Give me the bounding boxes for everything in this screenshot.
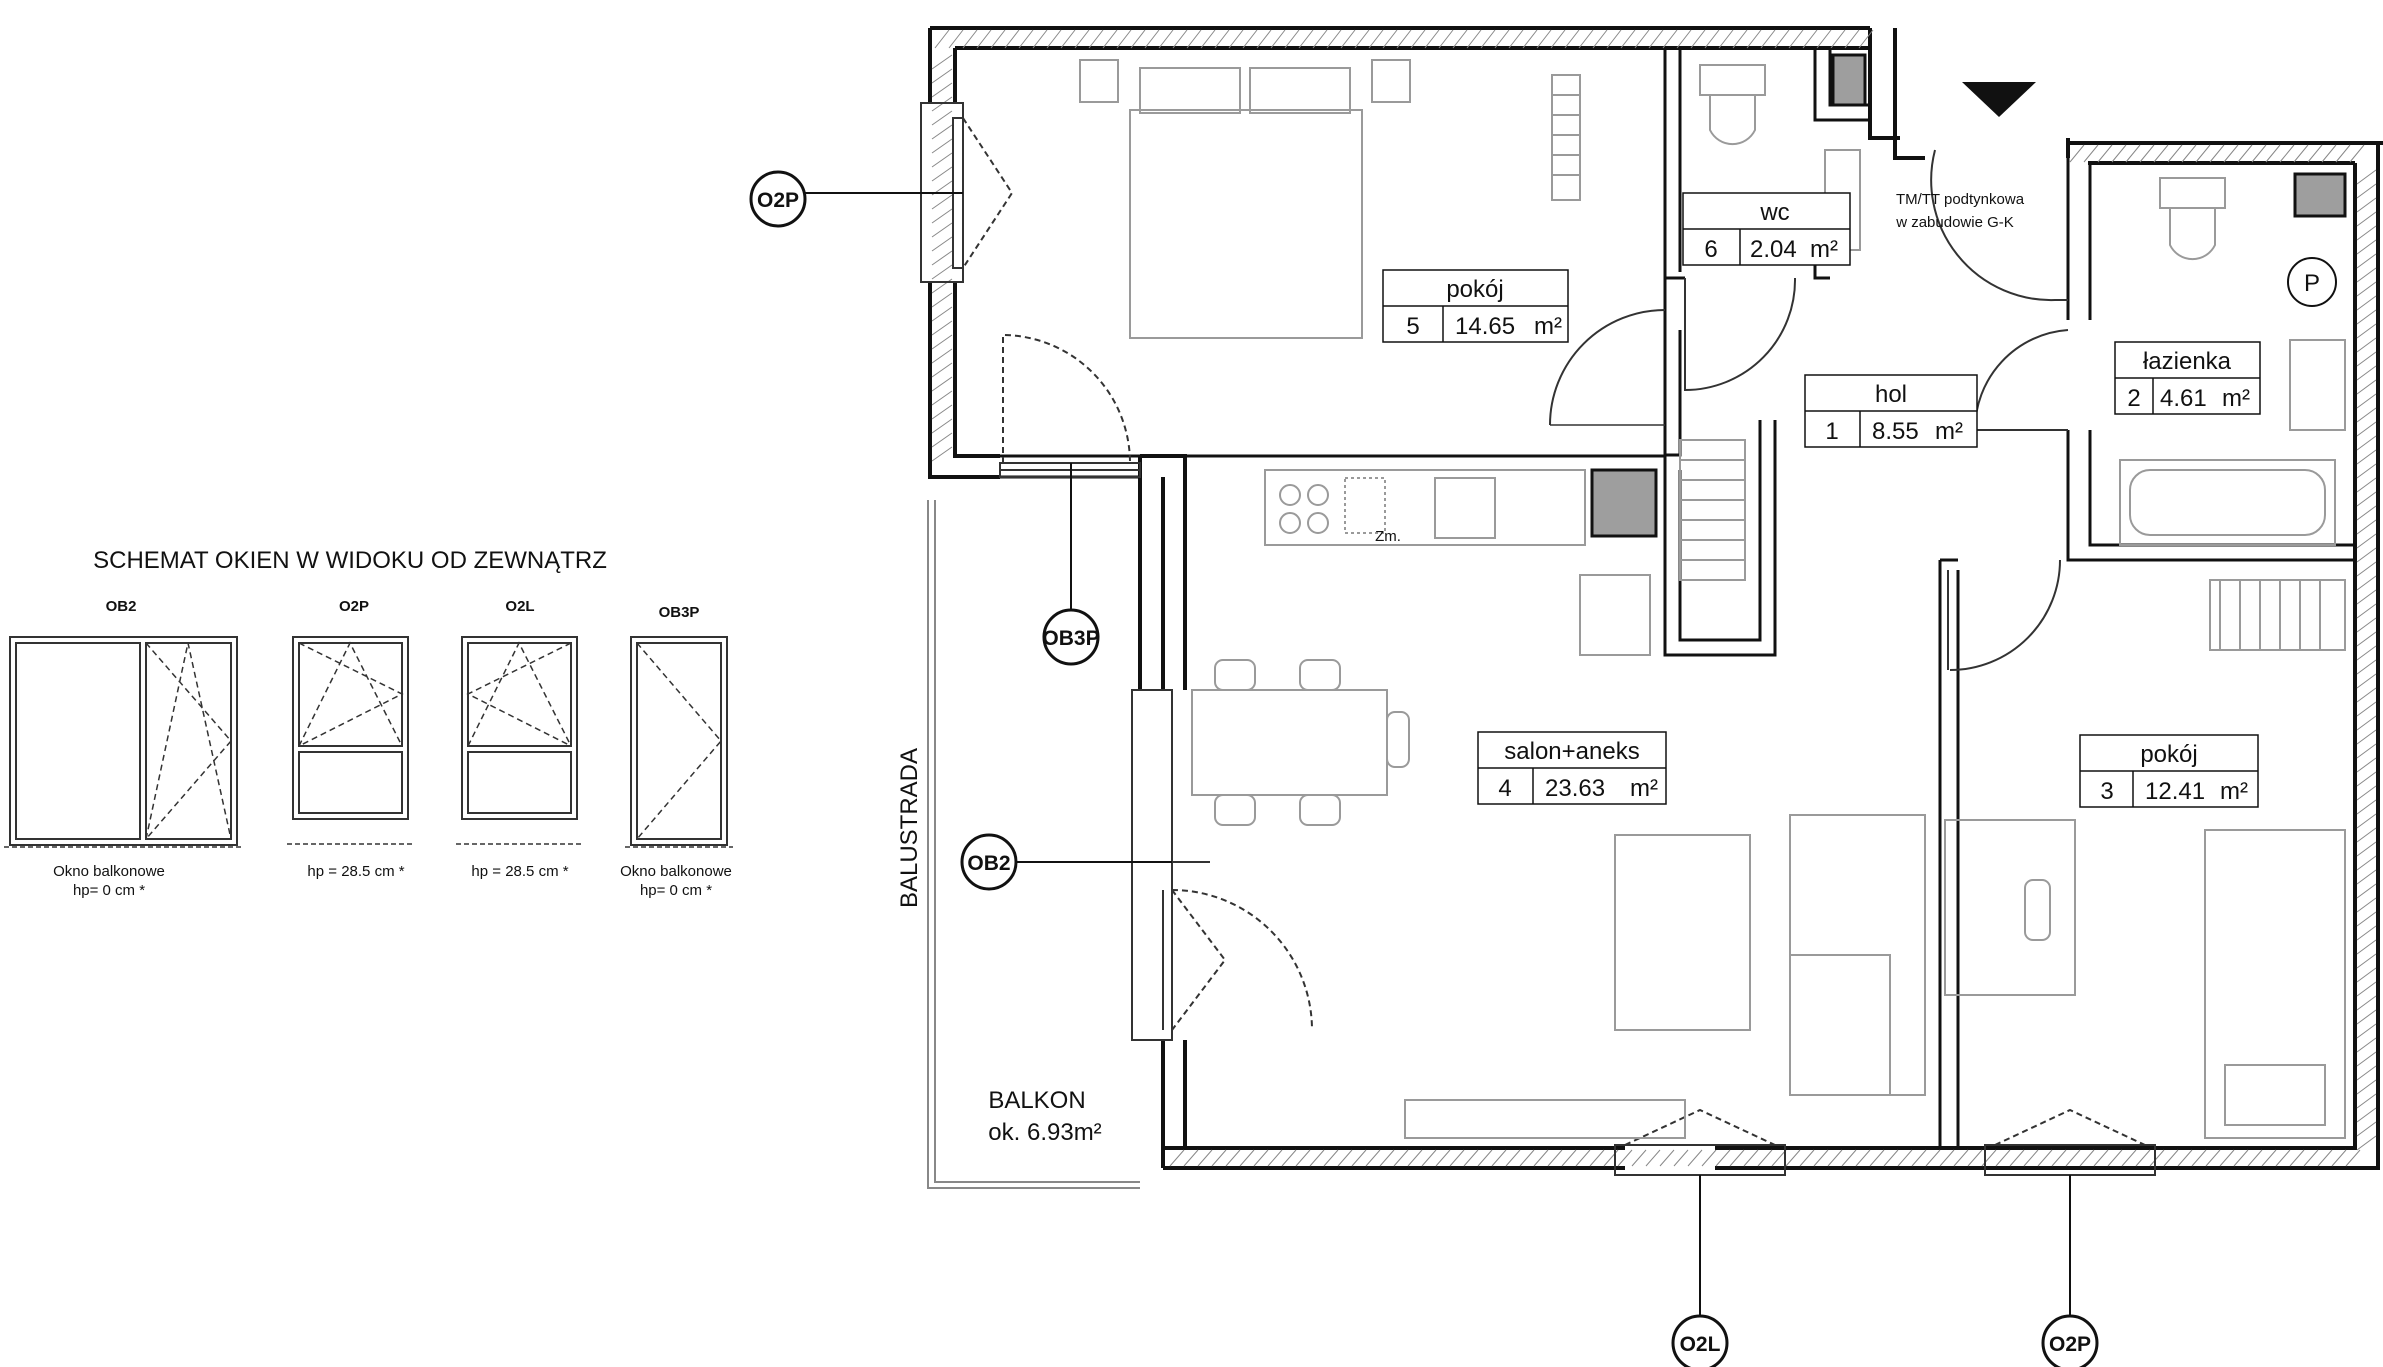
room-label-lazienka: łazienka 2 4.61 m² [2114, 341, 2261, 415]
legend-code-o2p: O2P [339, 598, 369, 615]
balcony-area: ok. 6.93m² [988, 1119, 1101, 1146]
room-name: hol [1875, 381, 1907, 408]
legend-title: SCHEMAT OKIEN W WIDOKU OD ZEWNĄTRZ [93, 547, 607, 574]
room-unit: m² [1935, 418, 1963, 445]
room-label-hol: hol 1 8.55 m² [1804, 374, 1978, 448]
room-number: 1 [1825, 418, 1838, 445]
legend-caption-ob3p-1: Okno balkonowe [620, 863, 732, 880]
room-area: 2.04 [1750, 236, 1797, 263]
room-label-wc: wc 6 2.04 m² [1682, 192, 1851, 266]
room-area: 8.55 [1872, 418, 1919, 445]
window-legend: SCHEMAT OKIEN W WIDOKU OD ZEWNĄTRZ OB2 O… [4, 547, 733, 899]
legend-caption-ob2-2: hp= 0 cm * [73, 882, 145, 899]
tmtt-note-line2: w zabudowie G-K [1895, 214, 2014, 231]
tag-ob2: OB2 [967, 852, 1010, 875]
legend-code-o2l: O2L [505, 598, 534, 615]
fridge-label: Zm. [1375, 528, 1401, 545]
tmtt-note-line1: TM/TT podtynkowa [1896, 191, 2025, 208]
tag-o2p-bottom: O2P [2049, 1333, 2091, 1356]
room-area: 12.41 [2145, 778, 2205, 805]
room-unit: m² [2222, 385, 2250, 412]
room-number: 4 [1498, 775, 1511, 802]
legend-window-o2p [287, 636, 412, 845]
room-unit: m² [1534, 313, 1562, 340]
tag-circle-o2p-top [749, 170, 807, 228]
room-area: 14.65 [1455, 313, 1515, 340]
tag-ob3p: OB3P [1042, 627, 1099, 650]
room-number: 6 [1704, 236, 1717, 263]
tag-circle-o2p-bottom [2041, 1314, 2099, 1367]
vent-shaft-kitchen [1590, 468, 1658, 538]
legend-window-ob3p [625, 636, 733, 848]
room-unit: m² [1630, 775, 1658, 802]
room-name: pokój [1446, 276, 1503, 303]
legend-window-o2l [456, 636, 581, 845]
tag-circle-ob2 [960, 833, 1018, 891]
room-label-salon: salon+aneks 4 23.63 m² [1477, 731, 1667, 805]
legend-caption-ob3p-2: hp= 0 cm * [640, 882, 712, 899]
tag-o2p-top: O2P [757, 189, 799, 212]
room-name: łazienka [2143, 348, 2232, 375]
room-label-pokoj-3: pokój 3 12.41 m² [2079, 734, 2259, 808]
legend-code-ob2: OB2 [106, 598, 137, 615]
tag-o2l: O2L [1680, 1333, 1721, 1356]
vent-shaft-bath [2293, 172, 2347, 218]
legend-caption-ob2-1: Okno balkonowe [53, 863, 165, 880]
room-name: wc [1759, 199, 1789, 226]
window-tags: O2P OB3P OB2 O2L O2P [749, 170, 2099, 1367]
room-number: 3 [2100, 778, 2113, 805]
tag-circle-ob3p [1042, 608, 1100, 666]
legend-caption-o2p: hp = 28.5 cm * [307, 863, 404, 880]
balcony-railing-label: BALUSTRADA [896, 748, 923, 908]
room-name: pokój [2140, 741, 2197, 768]
legend-code-ob3p: OB3P [659, 604, 700, 621]
wall-hatching [931, 29, 2377, 1167]
room-area: 4.61 [2160, 385, 2207, 412]
entrance-arrow-icon [1962, 82, 2036, 117]
room-label-pokoj-5: pokój 5 14.65 m² [1382, 269, 1569, 343]
room-unit: m² [2220, 778, 2248, 805]
furniture [1079, 59, 2346, 1139]
room-labels: pokój 5 14.65 m² wc 6 2.04 m² hol 1 8.55… [1382, 192, 2261, 808]
boiler-label: P [2304, 270, 2320, 297]
exterior-walls [928, 26, 2383, 1170]
windows-doors [920, 102, 2156, 1189]
room-area: 23.63 [1545, 775, 1605, 802]
room-name: salon+aneks [1504, 738, 1639, 765]
legend-window-ob2 [4, 636, 243, 848]
room-number: 5 [1406, 313, 1419, 340]
balcony-name: BALKON [988, 1087, 1085, 1114]
room-unit: m² [1810, 236, 1838, 263]
room-number: 2 [2127, 385, 2140, 412]
tag-circle-o2l [1671, 1314, 1729, 1367]
legend-caption-o2l: hp = 28.5 cm * [471, 863, 568, 880]
vent-shaft [1831, 53, 1867, 107]
